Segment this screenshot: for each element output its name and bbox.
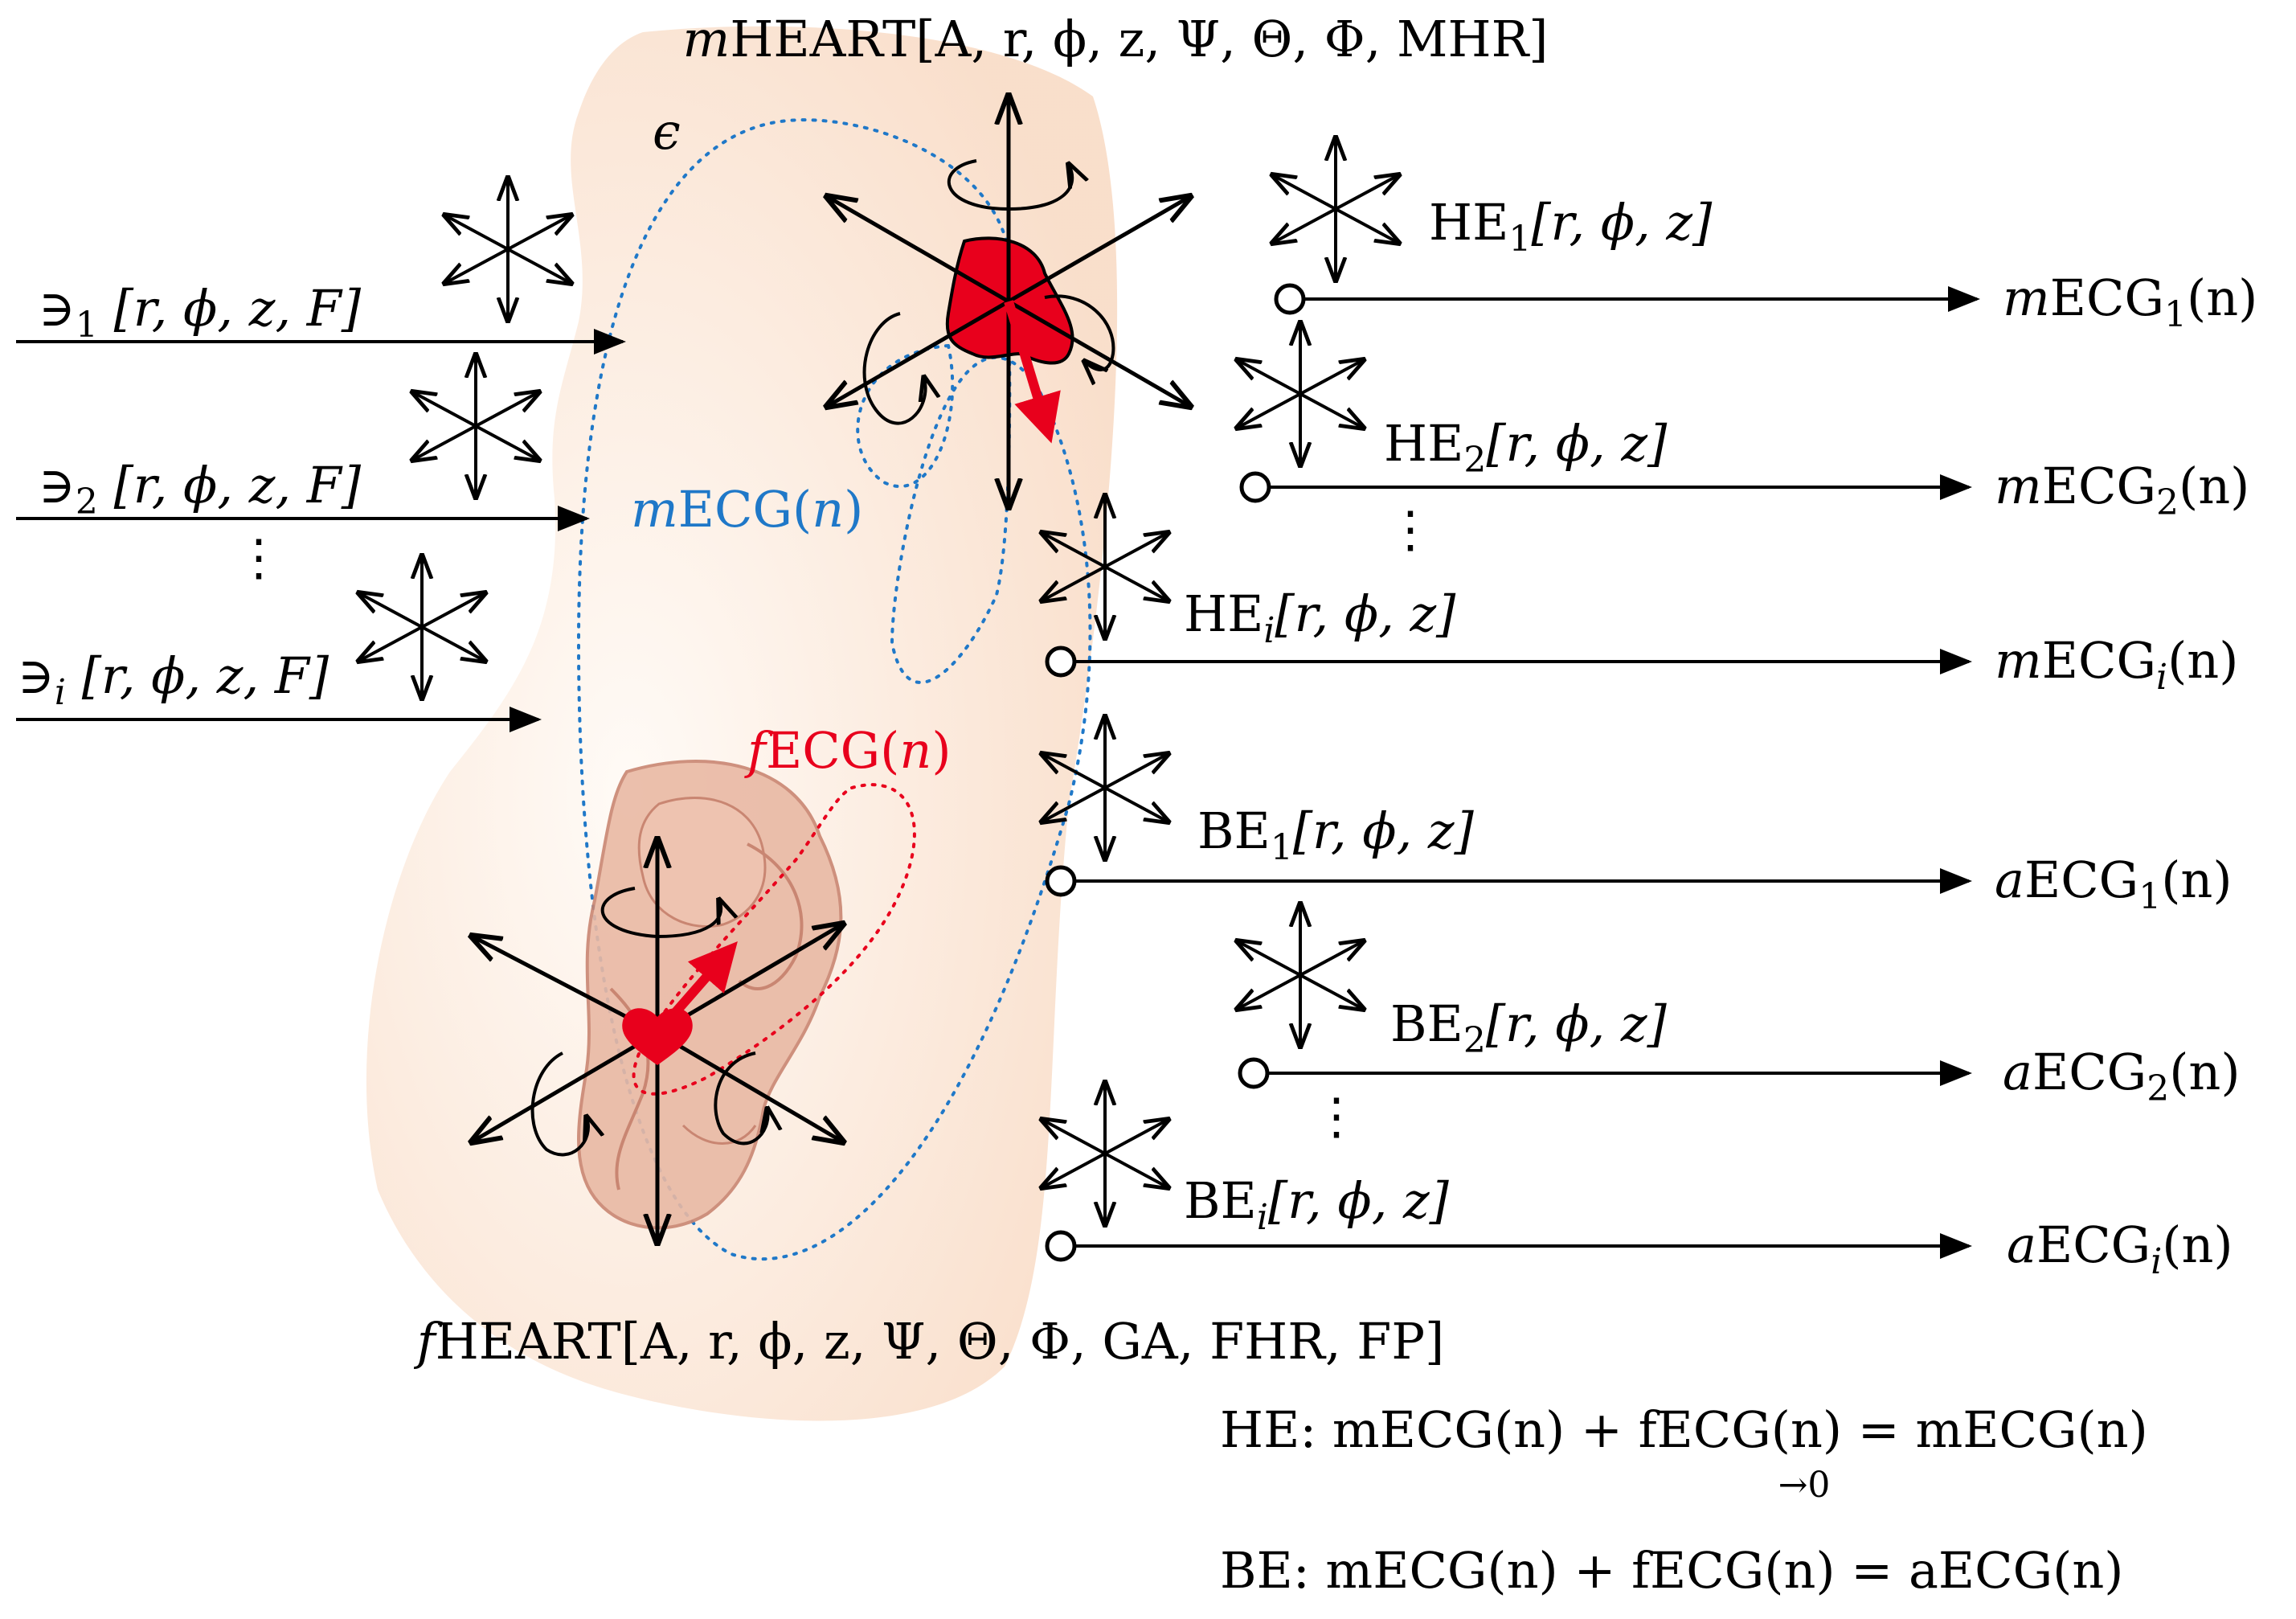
electrode-he-i-node	[1045, 646, 1077, 678]
electrode-be-i-label: BEi[r, ϕ, z]	[1184, 1171, 1450, 1238]
mecg-label: mECG(n)	[631, 480, 863, 539]
electrode-he-i: HEi[r, ϕ, z] mECGi(n)	[1042, 496, 2238, 698]
maternal-cardiac-vector	[1004, 300, 1061, 444]
be-vdots: ⋮	[1312, 1087, 1361, 1146]
fecg-rest: ECG(	[766, 721, 899, 780]
electrode-he-1-node	[1274, 283, 1306, 315]
electrode-be-2-label: BE2[r, ϕ, z]	[1390, 994, 1668, 1061]
title-params: [A, r, ϕ, z, Ψ, Θ, Φ, MHR]	[915, 10, 1548, 68]
epsilon-label: ϵ	[653, 102, 681, 161]
electrode-be-i-axes	[1042, 1083, 1168, 1224]
noise-source-1-axes	[445, 178, 571, 320]
noise-source-i-axes	[359, 556, 485, 698]
electrode-he-1: HE1[r, ϕ, z] mECG1(n)	[1273, 138, 2257, 335]
fetal-cardiac-vector	[653, 941, 738, 1036]
electrode-be-1-output: aECG1(n)	[1995, 850, 2233, 917]
electrode-he-1-axes	[1273, 138, 1398, 280]
electrode-be-2-axes	[1238, 904, 1363, 1046]
title-heart: HEART	[730, 10, 915, 68]
electrode-he-2-node	[1239, 471, 1271, 503]
noise-source-2-label: ∋2 [r, ϕ, z, F]	[39, 456, 362, 523]
electrode-be-2-node	[1238, 1057, 1270, 1089]
electrode-he-1-label: HE1[r, ϕ, z]	[1429, 193, 1713, 260]
noise-source-2: ∋2 [r, ϕ, z, F]	[16, 355, 590, 531]
noise-source-1-label: ∋1 [r, ϕ, z, F]	[39, 279, 362, 346]
noise-source-2-axes	[413, 355, 538, 497]
maternal-rotation-arrows	[862, 161, 1115, 425]
electrode-he-2-label: HE2[r, ϕ, z]	[1384, 414, 1668, 481]
fecg-label: fECG(n)	[744, 721, 952, 780]
noise-source-1: ∋1 [r, ϕ, z, F]	[16, 178, 626, 355]
electrode-be-i-node	[1045, 1230, 1077, 1262]
electrode-he-2-axes	[1238, 323, 1363, 465]
maternal-body	[366, 26, 1118, 1421]
maternal-heart-title: mHEART[A, r, ϕ, z, Ψ, Θ, Φ, MHR]	[683, 10, 1549, 68]
noise-source-i: ∋i [r, ϕ, z, F]	[16, 556, 542, 732]
electrode-he-i-output: mECGi(n)	[1995, 631, 2238, 698]
mecg-m: m	[631, 480, 678, 539]
fecg-dotted-loop	[632, 783, 916, 1096]
noise-vdots: ⋮	[234, 528, 284, 587]
fetal-rotation-arrows	[530, 887, 768, 1157]
mecg-n: n	[812, 480, 844, 539]
electrode-he-1-output: mECG1(n)	[2003, 268, 2257, 335]
electrode-be-1-label: BE1[r, ϕ, z]	[1197, 801, 1475, 868]
equation-he-underbrace: →0	[1778, 1465, 1831, 1506]
fheart-heart: HEART	[436, 1312, 621, 1371]
equation-be: BE: mECG(n) + fECG(n) = aECG(n)	[1220, 1541, 2123, 1600]
electrode-be-2: BE2[r, ϕ, z] aECG2(n)	[1238, 904, 2241, 1109]
electrode-be-1: BE1[r, ϕ, z] aECG1(n)	[1042, 717, 2233, 917]
fheart-params: [A, r, ϕ, z, Ψ, Θ, Φ, GA, FHR, FP]	[621, 1312, 1444, 1371]
electrode-he-2-output: mECG2(n)	[1995, 457, 2249, 523]
electrode-be-1-node	[1045, 865, 1077, 897]
mecg-rest: ECG(	[678, 480, 812, 539]
fecg-close: )	[931, 721, 951, 780]
electrode-he-2: HE2[r, ϕ, z] mECG2(n)	[1238, 323, 2249, 523]
electrode-be-i: BEi[r, ϕ, z] aECGi(n)	[1042, 1083, 2233, 1282]
noise-source-i-label: ∋i [r, ϕ, z, F]	[18, 646, 329, 713]
fetal-heart-title: fHEART[A, r, ϕ, z, Ψ, Θ, Φ, GA, FHR, FP]	[414, 1312, 1444, 1371]
fecg-n: n	[899, 721, 931, 780]
he-vdots: ⋮	[1385, 500, 1435, 559]
electrode-he-i-label: HEi[r, ϕ, z]	[1184, 584, 1456, 651]
mecg-dotted-loop	[576, 118, 1092, 1261]
title-m: m	[683, 10, 731, 68]
fetal-heart-icon	[622, 1008, 693, 1065]
equation-he: HE: mECG(n) + fECG(n) = mECG(n)	[1220, 1400, 2148, 1459]
electrode-be-2-output: aECG2(n)	[2003, 1043, 2241, 1109]
electrode-be-i-output: aECGi(n)	[2007, 1215, 2233, 1282]
mecg-close: )	[844, 480, 863, 539]
